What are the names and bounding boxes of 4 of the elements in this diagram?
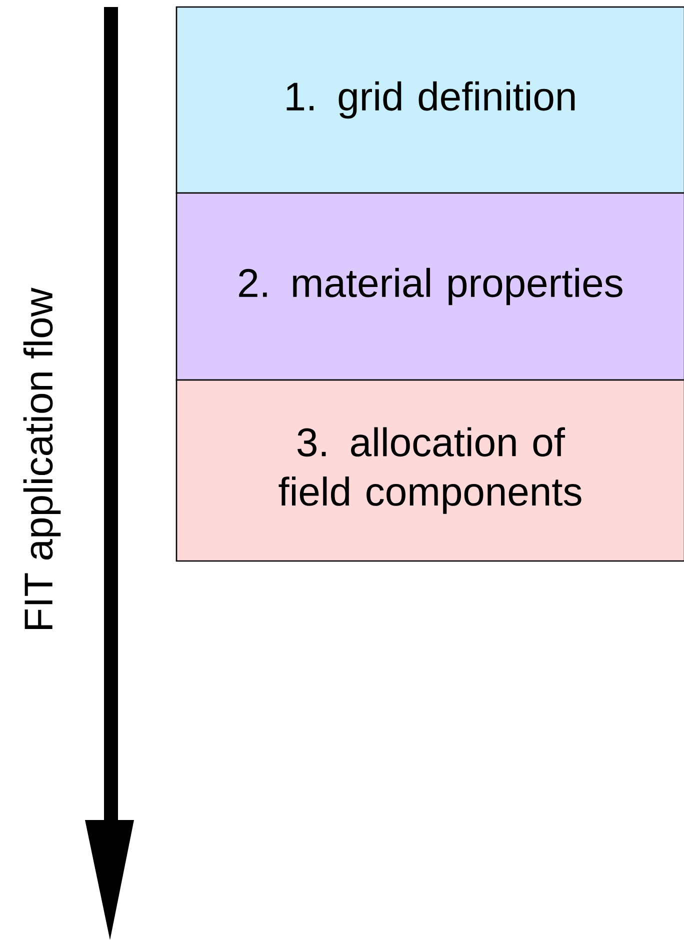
process-box: 1. grid definition bbox=[176, 6, 684, 194]
process-box: 3. allocation of field components bbox=[176, 379, 684, 562]
axis-label: FIT application flow bbox=[23, 288, 61, 630]
process-box: 2. material properties bbox=[176, 192, 684, 381]
